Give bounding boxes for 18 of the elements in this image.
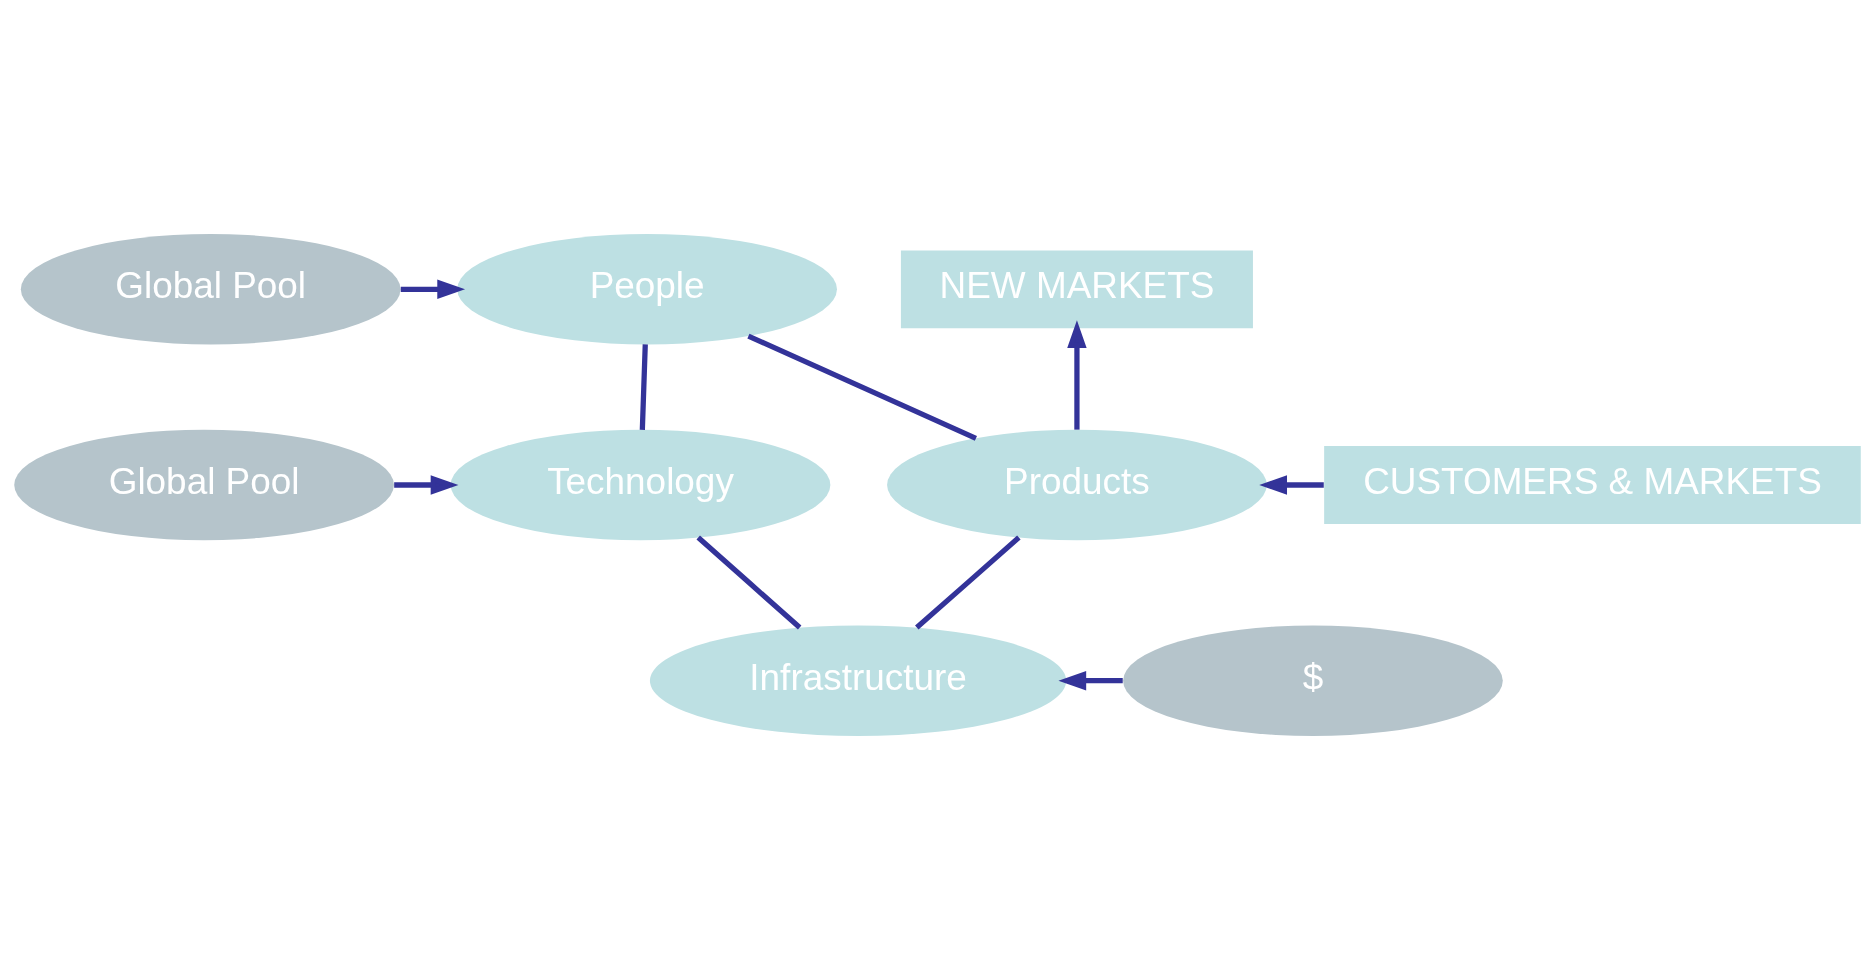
arrow	[400, 279, 466, 299]
node-ellipse: Products	[887, 429, 1267, 540]
node-ellipse: Global Pool	[20, 233, 401, 345]
connector	[747, 333, 977, 441]
arrow	[1058, 670, 1123, 690]
arrow	[394, 474, 459, 495]
node-box: NEW MARKETS	[900, 249, 1253, 328]
connector	[915, 535, 1021, 630]
node-ellipse: $	[1123, 624, 1503, 736]
node-ellipse: Infrastructure	[649, 624, 1067, 736]
arrow	[1067, 319, 1087, 430]
arrow	[1259, 474, 1324, 495]
connector	[696, 535, 802, 630]
node-ellipse: Technology	[450, 429, 831, 540]
connector	[639, 343, 648, 430]
node-ellipse: People	[457, 233, 837, 345]
node-ellipse: Global Pool	[14, 429, 394, 540]
node-box: CUSTOMERS & MARKETS	[1324, 445, 1861, 524]
